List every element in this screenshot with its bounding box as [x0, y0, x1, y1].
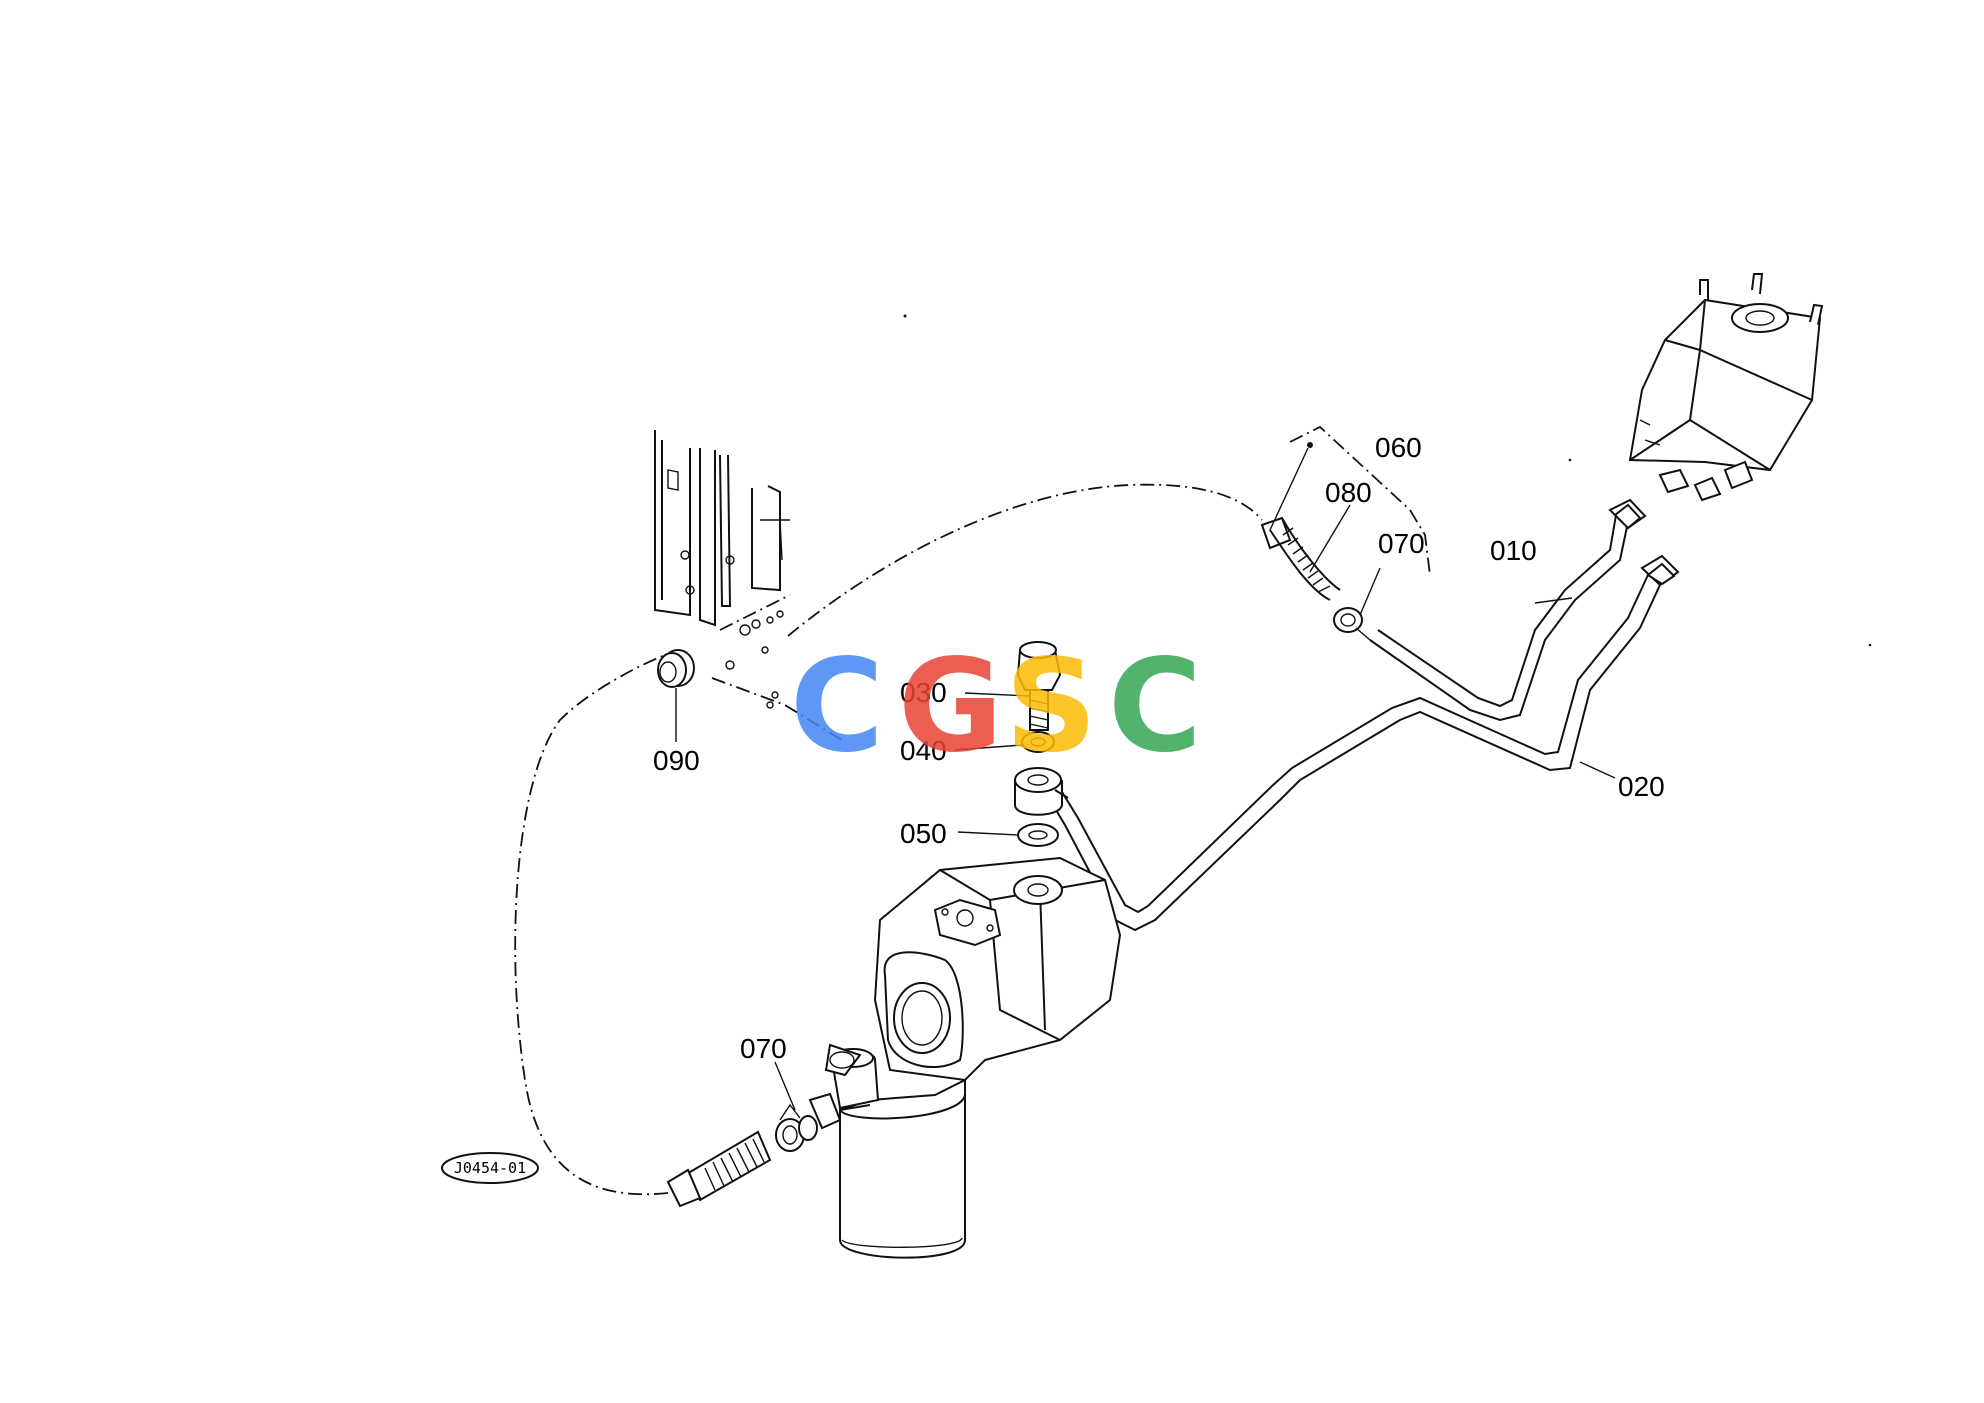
washer-040: [1021, 731, 1055, 753]
speck: [1868, 643, 1872, 647]
leader-070-lower: [774, 1061, 796, 1111]
outlet-fitting: [808, 1043, 880, 1130]
bracket-dash-line: [719, 594, 791, 631]
label-030: 030: [900, 677, 947, 708]
pipe-020: [1049, 554, 1680, 932]
leader-060-diag: [1269, 447, 1309, 531]
leader-010: [1534, 597, 1573, 604]
reference-code-text: J0454-01: [454, 1159, 526, 1177]
label-070-lower: 070: [740, 1033, 787, 1064]
steering-valve-body: [873, 856, 1122, 1082]
label-070-upper: 070: [1378, 528, 1425, 559]
return-hose-path: [514, 654, 669, 1196]
pipe-010: [1369, 498, 1647, 722]
leader-020: [1579, 761, 1616, 779]
grommet-090: [657, 649, 695, 688]
hose-clamp-070-lower: [775, 1103, 818, 1152]
hose-fitting-080: [1260, 516, 1341, 601]
reference-code-badge: J0454-01: [441, 1152, 539, 1184]
watermark-letter-s: S: [1005, 632, 1097, 781]
watermark-logo: C G S C: [790, 632, 1202, 781]
label-020: 020: [1618, 771, 1665, 802]
label-060: 060: [1375, 432, 1422, 463]
watermark-letter-g: G: [898, 632, 1003, 781]
label-050: 050: [900, 818, 947, 849]
leader-040: [954, 744, 1023, 751]
speck: [1568, 458, 1572, 462]
oil-filter: [839, 1078, 966, 1259]
watermark-letter-c1: C: [790, 632, 884, 781]
label-040: 040: [900, 735, 947, 766]
mounting-bracket: [654, 430, 790, 709]
leader-050: [957, 831, 1019, 836]
leader-070-upper: [1359, 567, 1381, 616]
label-090: 090: [653, 745, 700, 776]
leader-080: [1309, 504, 1351, 573]
banjo-fitting: [1014, 767, 1069, 816]
washer-050: [1017, 823, 1059, 847]
speck: [903, 314, 907, 318]
return-hose-upper-path: [787, 483, 1263, 637]
watermark-letter-c2: C: [1108, 632, 1202, 781]
bracket-060-dot: [1307, 442, 1313, 448]
hose-clamp-070-upper: [1333, 607, 1371, 641]
bracket-dash-line-2: [711, 677, 846, 743]
hose-fitting-lower: [666, 1130, 772, 1208]
hydraulic-pump: [1628, 273, 1824, 502]
label-080: 080: [1325, 477, 1372, 508]
banjo-bolt-030: [1016, 641, 1062, 731]
label-010: 010: [1490, 535, 1537, 566]
leader-030: [964, 692, 1031, 697]
